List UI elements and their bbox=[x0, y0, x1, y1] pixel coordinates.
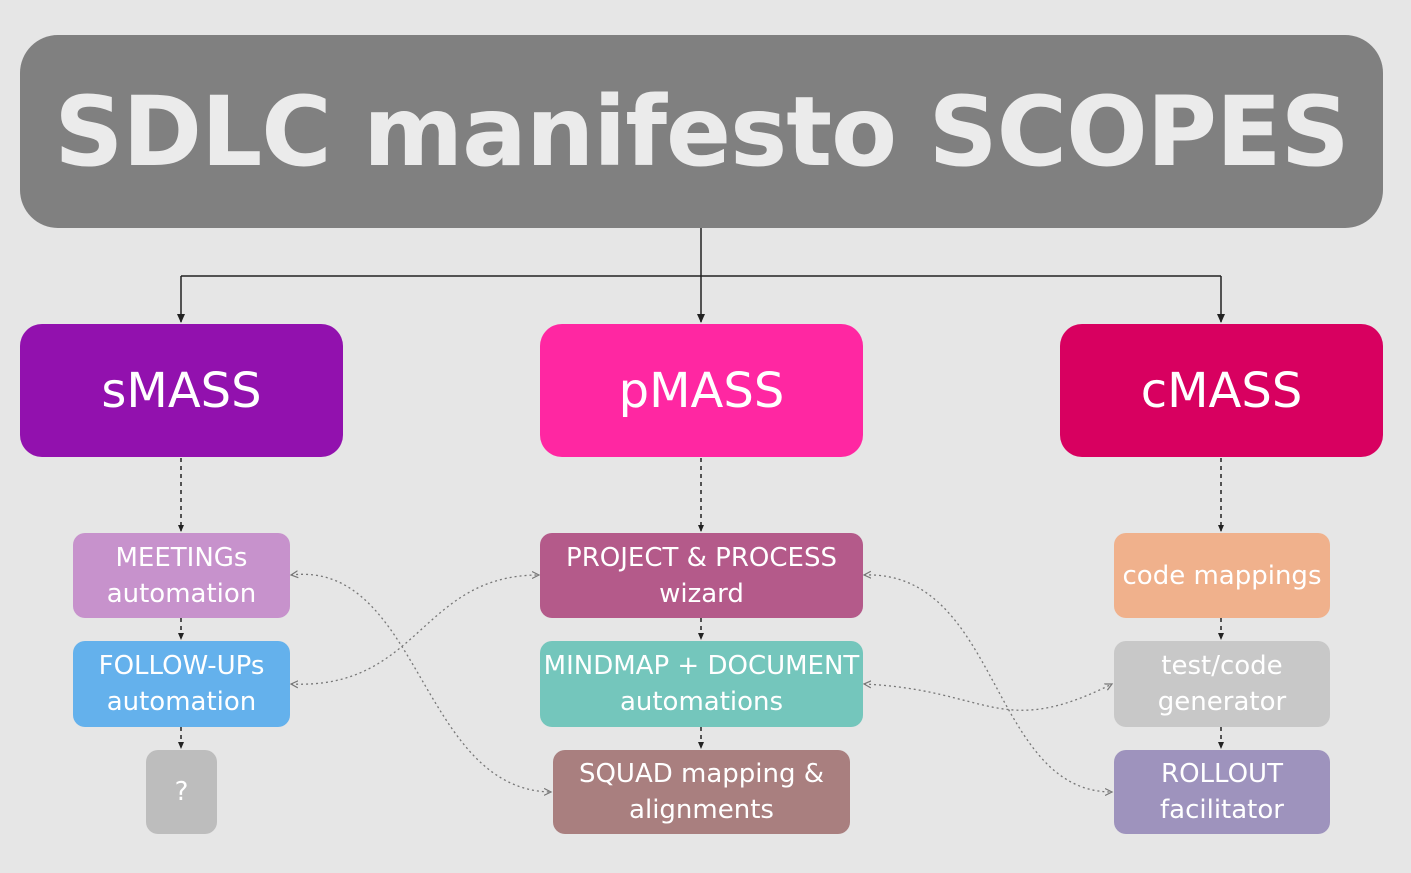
item-meetings-automation: MEETINGs automation bbox=[73, 533, 290, 618]
scope-pmass: pMASS bbox=[540, 324, 863, 457]
item-mindmap-document: MINDMAP + DOCUMENT automations bbox=[540, 641, 863, 727]
meetings-squad-link bbox=[291, 574, 551, 792]
title-banner: SDLC manifesto SCOPES bbox=[20, 35, 1383, 228]
title-to-scopes-connector bbox=[177, 228, 1225, 323]
item-squad-mapping: SQUAD mapping & alignments bbox=[553, 750, 850, 834]
item-followups-automation: FOLLOW-UPs automation bbox=[73, 641, 290, 727]
item-unknown: ? bbox=[146, 750, 217, 834]
project-rollout-link bbox=[864, 575, 1112, 792]
mindmap-testgen-link bbox=[864, 684, 1112, 711]
scope-smass: sMASS bbox=[20, 324, 343, 457]
diagram-title: SDLC manifesto SCOPES bbox=[54, 75, 1349, 188]
item-rollout-facilitator: ROLLOUT facilitator bbox=[1114, 750, 1330, 834]
item-code-mappings: code mappings bbox=[1114, 533, 1330, 618]
followups-project-link bbox=[291, 575, 539, 684]
item-test-code-generator: test/code generator bbox=[1114, 641, 1330, 727]
item-project-process-wizard: PROJECT & PROCESS wizard bbox=[540, 533, 863, 618]
scope-cmass: cMASS bbox=[1060, 324, 1383, 457]
